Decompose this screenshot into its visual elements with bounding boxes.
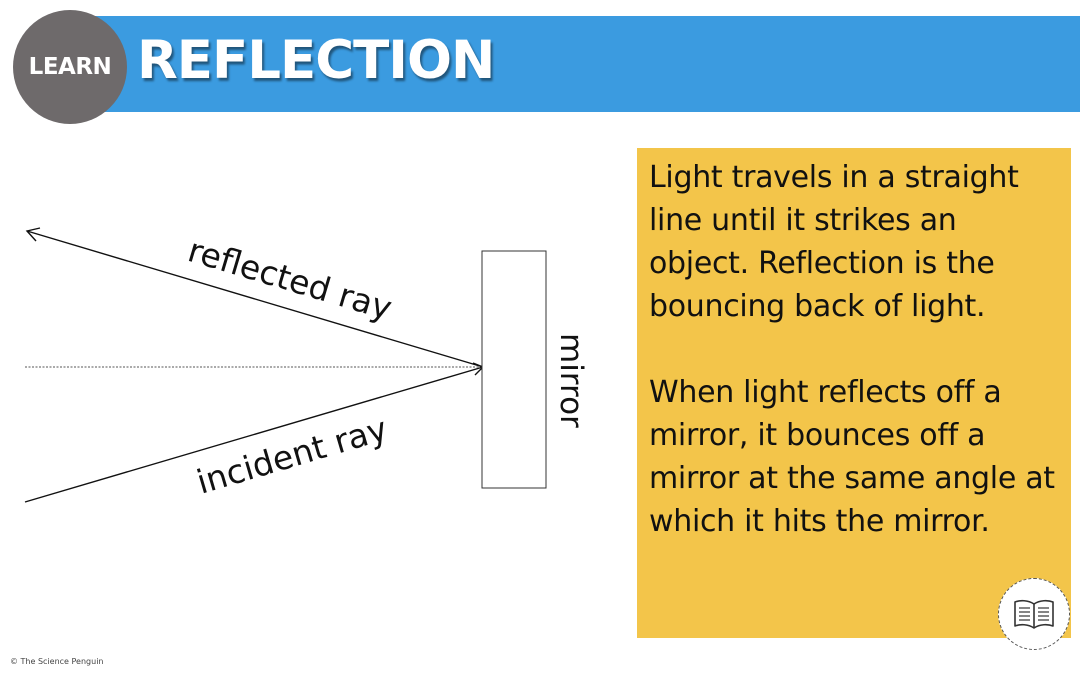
learn-badge: LEARN <box>13 10 127 124</box>
learn-badge-label: LEARN <box>28 54 112 80</box>
mirror <box>481 250 547 489</box>
page-title: REFLECTION <box>137 30 495 91</box>
incident-ray <box>24 366 484 503</box>
copyright-notice: © The Science Penguin <box>10 657 104 666</box>
reflected-ray-label: reflected ray <box>184 230 397 327</box>
info-box: Light travels in a straight line until i… <box>637 148 1071 638</box>
read-badge <box>998 578 1070 650</box>
reflected-ray <box>26 230 484 368</box>
info-paragraph-2: When light reflects off a mirror, it bou… <box>649 375 1055 539</box>
reflection-diagram: reflected ray incident ray mirror <box>24 227 589 503</box>
mirror-label: mirror <box>553 333 589 428</box>
reflected-ray-arrowhead <box>25 227 41 242</box>
open-book-icon <box>1014 599 1054 629</box>
header-bar <box>70 16 1080 112</box>
info-paragraph-1: Light travels in a straight line until i… <box>649 160 1019 324</box>
